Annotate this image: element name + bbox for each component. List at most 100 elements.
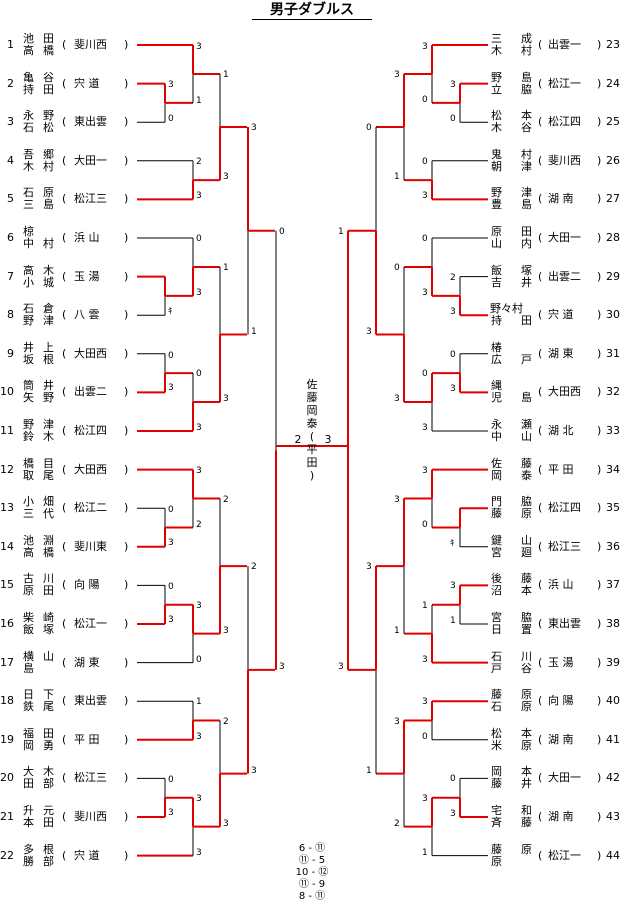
player-name: 松 [43,121,54,135]
school-name: 松江三 [74,192,107,206]
player-name: 内 [521,237,532,250]
paren: ) [124,269,129,283]
paren: ) [124,539,129,553]
match-score: 2 [450,272,456,283]
player-name: 立 [491,82,502,96]
match-score: 0 [168,582,174,593]
paren: ( [538,153,543,167]
player-name: 木 [43,430,54,443]
player-name: 尾 [43,468,54,482]
paren: ( [538,231,543,244]
player-name: 高 [23,545,34,559]
school-name: 湖 東 [74,655,100,669]
paren: ) [597,424,602,437]
match-score: 1 [366,765,372,776]
entry-number: 32 [606,385,620,399]
paren: ( [62,655,67,669]
entry-number: 7 [7,269,14,283]
match-score: 1 [251,326,257,337]
match-score: 3 [196,287,202,298]
school-name: 斐川西 [548,153,581,167]
player-name: 木 [43,263,54,277]
paren: ) [597,771,602,785]
school-name: 松江四 [74,424,107,437]
paren: ( [62,501,67,515]
match-score: 0 [168,114,174,125]
paren: ) [124,76,129,90]
school-name: 斐川西 [74,810,107,823]
paren: ) [597,578,602,592]
paren: ) [597,810,602,823]
entry-number: 38 [606,617,620,630]
school-name: 大田一 [74,153,107,167]
player-name: 藤 [521,456,532,470]
school-name: 大田西 [548,385,581,399]
player-name: 脇 [521,495,532,509]
player-name: 藤 [521,572,532,586]
champion-name: 佐藤岡泰(平田) [302,378,322,482]
match-score: 3 [422,287,428,298]
champion-name-char: 平 [306,443,318,456]
player-name: 本 [521,109,532,123]
player-name: 泰 [521,468,532,482]
paren: ( [538,810,543,823]
player-name: 広 [491,352,502,366]
paren: ) [124,308,129,322]
match-score: 3 [279,661,285,672]
match-score: 1 [450,616,456,626]
paren: ( [62,694,67,708]
match-score: 3 [450,307,456,318]
paren: ( [538,501,543,515]
paren: ( [62,810,67,823]
player-name: 城 [43,275,54,289]
paren: ) [124,115,129,129]
player-name: 朝 [491,159,502,173]
player-name: 脇 [521,82,532,96]
paren: ( [62,192,67,206]
player-name: 原 [23,584,34,598]
player-name: 野 [491,70,502,84]
player-name: 持 [491,314,502,328]
player-name: 橋 [43,545,54,559]
result-line: 10 - ⑫ [295,867,329,878]
match-score: 3 [422,654,428,665]
school-name: 斐川東 [74,539,107,553]
match-score: 2 [196,519,202,530]
paren: ) [124,192,129,206]
player-name: 橋 [23,456,34,470]
paren: ( [538,617,543,630]
match-score: 2 [251,562,257,573]
player-name: 横 [23,649,34,663]
player-name: 村 [43,159,54,173]
match-score: 3 [366,326,372,337]
school-name: 東出雲 [74,115,107,129]
player-name: 本 [521,584,532,598]
paren: ) [124,771,129,785]
paren: ) [597,269,602,283]
player-name: 原 [521,507,532,521]
match-score: 3 [196,600,202,611]
match-score: 3 [168,383,174,394]
player-name: 山 [491,237,502,250]
player-name: 多 [23,842,34,856]
match-score: 0 [422,156,428,167]
player-name: 椿 [491,340,502,354]
match-score: 3 [450,384,456,395]
paren: ( [538,771,543,785]
paren: ) [597,655,602,669]
paren: ) [597,153,602,167]
entry-number: 16 [0,617,14,630]
paren: ) [597,385,602,399]
paren: ( [538,115,543,129]
entry-number: 3 [7,115,14,129]
school-name: 斐川西 [74,38,107,51]
player-name: 橋 [43,44,54,57]
player-name: 部 [43,777,54,791]
entry-number: 21 [0,810,14,823]
paren: ( [62,115,67,129]
paren: ( [538,462,543,476]
school-name: 向 陽 [548,694,574,708]
player-name: 鬼 [491,147,502,161]
entry-number: 10 [0,385,14,399]
player-name: 田 [43,32,54,45]
